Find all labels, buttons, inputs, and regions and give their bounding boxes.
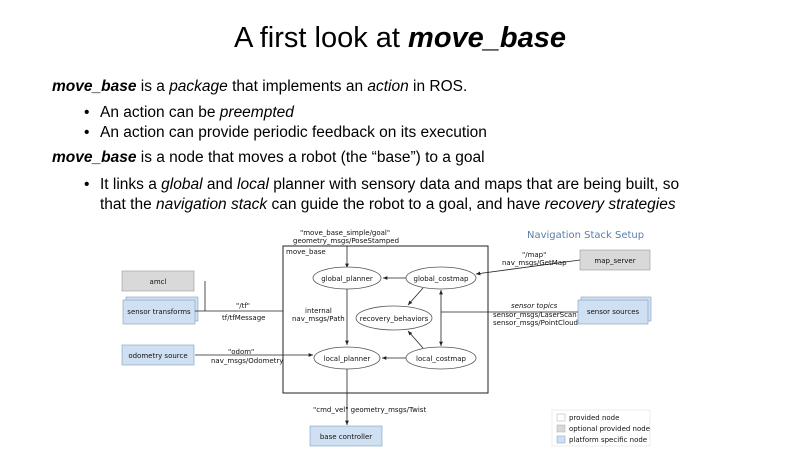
global-planner-label: global_planner: [321, 275, 373, 283]
sensor-sources-node: [577, 299, 649, 325]
legend-optional: optional provided node: [569, 425, 650, 433]
sensor-transforms-label: sensor transforms: [127, 308, 191, 316]
text: planner with sensory data and maps that …: [268, 176, 680, 193]
slide-title: A first look at move_base: [0, 22, 800, 55]
container-label: move_base: [286, 248, 326, 256]
paragraph-1: move_base is a package that implements a…: [52, 78, 467, 96]
text: is a: [136, 78, 170, 95]
text: that the: [100, 196, 157, 213]
map-server-label: map_server: [594, 257, 635, 265]
sensor-sources-label: sensor sources: [587, 308, 640, 316]
goal-topic-label: "move_base_simple/goal": [300, 229, 390, 237]
legend-provided: provided node: [569, 414, 619, 422]
term-recovery-strategies: recovery strategies: [544, 196, 676, 213]
paragraph-2: move_base is a node that moves a robot (…: [52, 149, 485, 167]
move-base-container: [282, 245, 489, 394]
tf-type-label: tf/tfMessage: [222, 314, 265, 322]
local-costmap-label: local_costmap: [416, 355, 466, 363]
title-emphasis: move_base: [408, 22, 567, 54]
sensor-topics-label: sensor topics: [511, 302, 558, 310]
text: An action can provide periodic feedback …: [100, 124, 487, 141]
global-costmap-to-recovery-arrow: [407, 287, 424, 306]
amcl-label: amcl: [150, 278, 167, 286]
local-costmap-to-recovery-arrow: [407, 330, 424, 349]
path-type-label: nav_msgs/Path: [292, 315, 345, 323]
recovery-behaviors-label: recovery_behaviors: [360, 315, 429, 323]
term-action: action: [367, 78, 409, 95]
term-move-base: move_base: [52, 149, 137, 166]
sensor-transforms-node: [122, 299, 196, 325]
map-arrow: [475, 259, 581, 276]
goal-type-label: geometry_msgs/PoseStamped: [293, 237, 399, 245]
legend-swatch-provided: [556, 413, 566, 422]
diagram-title: Navigation Stack Setup: [527, 230, 644, 241]
map-topic-label: "/map": [522, 251, 546, 259]
text: It links a: [100, 176, 162, 193]
text: An action can be: [100, 104, 220, 121]
base-controller-label: base controller: [320, 433, 372, 441]
legend: provided node optional provided node pla…: [551, 409, 651, 447]
base-controller-node: [309, 425, 383, 447]
term-local: local: [237, 176, 269, 193]
legend-platform: platform specific node: [569, 436, 647, 444]
title-text: A first look at: [233, 22, 409, 54]
bullet-links: It links a global and local planner with…: [84, 175, 700, 215]
cmd-vel-label: "cmd_vel" geometry_msgs/Twist: [313, 406, 426, 414]
text: in ROS.: [408, 78, 468, 95]
text: that implements an: [227, 78, 368, 95]
amcl-node: [121, 270, 195, 292]
tf-topic-label: "/tf": [236, 302, 250, 310]
text: and: [202, 176, 238, 193]
term-preempted: preempted: [219, 104, 294, 121]
bullet-preempted: An action can be preempted: [84, 104, 294, 122]
legend-swatch-platform: [556, 435, 566, 444]
laser-type-label: sensor_msgs/LaserScan: [493, 311, 577, 319]
cloud-type-label: sensor_msgs/PointCloud: [493, 319, 578, 327]
recovery-behaviors-node: [355, 305, 433, 331]
local-planner-label: local_planner: [324, 355, 371, 363]
legend-box: [551, 409, 651, 447]
odom-type-label: nav_msgs/Odometry: [211, 357, 283, 365]
odom-topic-label: "odom": [228, 348, 254, 356]
bullet-feedback: An action can provide periodic feedback …: [84, 124, 487, 142]
term-global: global: [161, 176, 203, 193]
odometry-source-label: odometry source: [128, 352, 187, 360]
term-navigation-stack: navigation stack: [156, 196, 268, 213]
internal-label: internal: [305, 307, 332, 315]
term-package: package: [169, 78, 228, 95]
map-type-label: nav_msgs/GetMap: [502, 259, 567, 267]
legend-swatch-optional: [556, 424, 566, 433]
term-move-base: move_base: [52, 78, 137, 95]
odometry-source-node: [121, 344, 195, 366]
global-costmap-label: global_costmap: [414, 275, 469, 283]
text: can guide the robot to a goal, and have: [267, 196, 545, 213]
text: is a node that moves a robot (the “base”…: [136, 149, 485, 166]
